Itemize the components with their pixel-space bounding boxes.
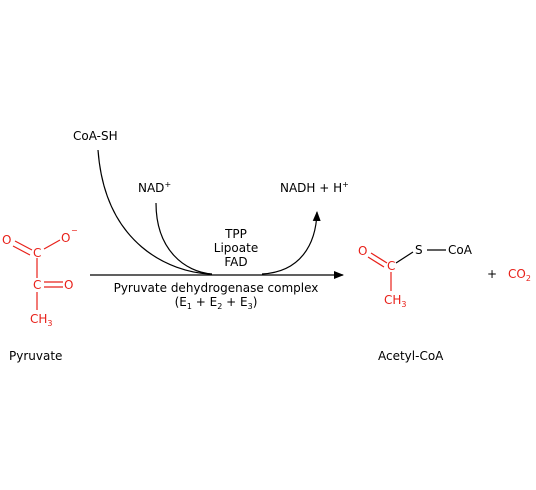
nad-curve bbox=[155, 202, 213, 275]
pyruvate-atom-o-right: O bbox=[64, 278, 73, 292]
enzyme-plus-2: + E bbox=[222, 295, 247, 309]
nad-label: NAD+ bbox=[138, 180, 171, 195]
acetyl-double-bond-a bbox=[370, 252, 388, 264]
pyruvate-double-bond-top-a bbox=[14, 240, 33, 251]
cofactor-tpp: TPP bbox=[224, 227, 247, 241]
enzyme-name: Pyruvate dehydrogenase complex bbox=[114, 281, 319, 295]
enzyme-sub-2: 2 bbox=[217, 302, 222, 311]
acetyl-atom-s: S bbox=[415, 243, 423, 257]
pyruvate-double-bond-top-b bbox=[12, 245, 31, 256]
nad-sup: + bbox=[164, 180, 171, 189]
cofactor-lipoate: Lipoate bbox=[214, 241, 258, 255]
co2-formula: CO2 bbox=[508, 267, 531, 283]
pyruvate-name: Pyruvate bbox=[9, 349, 62, 363]
pyruvate-atom-c-mid: C bbox=[33, 278, 41, 292]
cofactor-fad: FAD bbox=[224, 255, 247, 269]
acetyl-methyl: CH3 bbox=[384, 293, 407, 309]
enzyme-open: (E bbox=[175, 295, 187, 309]
enzyme-sub-1: 1 bbox=[187, 302, 192, 311]
enzyme-plus-1: + E bbox=[192, 295, 217, 309]
enzyme-sub-3: 3 bbox=[248, 302, 253, 311]
pyruvate-atom-c-top: C bbox=[33, 246, 41, 260]
enzyme-subunits: (E1 + E2 + E3) bbox=[175, 295, 258, 311]
pyruvate-single-bond-ominus bbox=[43, 239, 61, 250]
pyruvate-atom-o-left: O bbox=[2, 233, 11, 247]
acetyl-c-s-bond bbox=[395, 251, 414, 264]
pyruvate-methyl-c: CH bbox=[30, 312, 47, 326]
acetyl-methyl-c: CH bbox=[384, 293, 401, 307]
co2-text: CO bbox=[508, 267, 526, 281]
acetyl-coa-structure: O C S CoA CH3 bbox=[358, 243, 473, 309]
acetyl-double-bond-b bbox=[367, 256, 385, 268]
pyruvate-structure: O C O − C O CH3 bbox=[2, 226, 78, 328]
acetyl-coa-name: Acetyl-CoA bbox=[378, 349, 444, 363]
nadh-text: NADH + H bbox=[280, 181, 342, 195]
acetyl-methyl-sub: 3 bbox=[401, 300, 406, 309]
pyruvate-methyl-sub: 3 bbox=[47, 319, 52, 328]
acetyl-atom-c: C bbox=[387, 259, 395, 273]
pyruvate-methyl: CH3 bbox=[30, 312, 53, 328]
co2-sub: 2 bbox=[526, 274, 531, 283]
pyruvate-charge: − bbox=[71, 226, 78, 235]
coa-sh-curve bbox=[97, 149, 211, 275]
nadh-sup: + bbox=[342, 180, 349, 189]
coa-sh-label: CoA-SH bbox=[73, 129, 118, 143]
enzyme-close: ) bbox=[253, 295, 258, 309]
pyruvate-atom-o-minus: O bbox=[61, 231, 70, 245]
acetyl-atom-o: O bbox=[358, 244, 367, 258]
plus-sign: + bbox=[487, 267, 497, 281]
acetyl-coa-group: CoA bbox=[448, 243, 473, 257]
nadh-label: NADH + H+ bbox=[280, 180, 349, 195]
nad-text: NAD bbox=[138, 181, 164, 195]
nadh-curve bbox=[261, 211, 321, 275]
